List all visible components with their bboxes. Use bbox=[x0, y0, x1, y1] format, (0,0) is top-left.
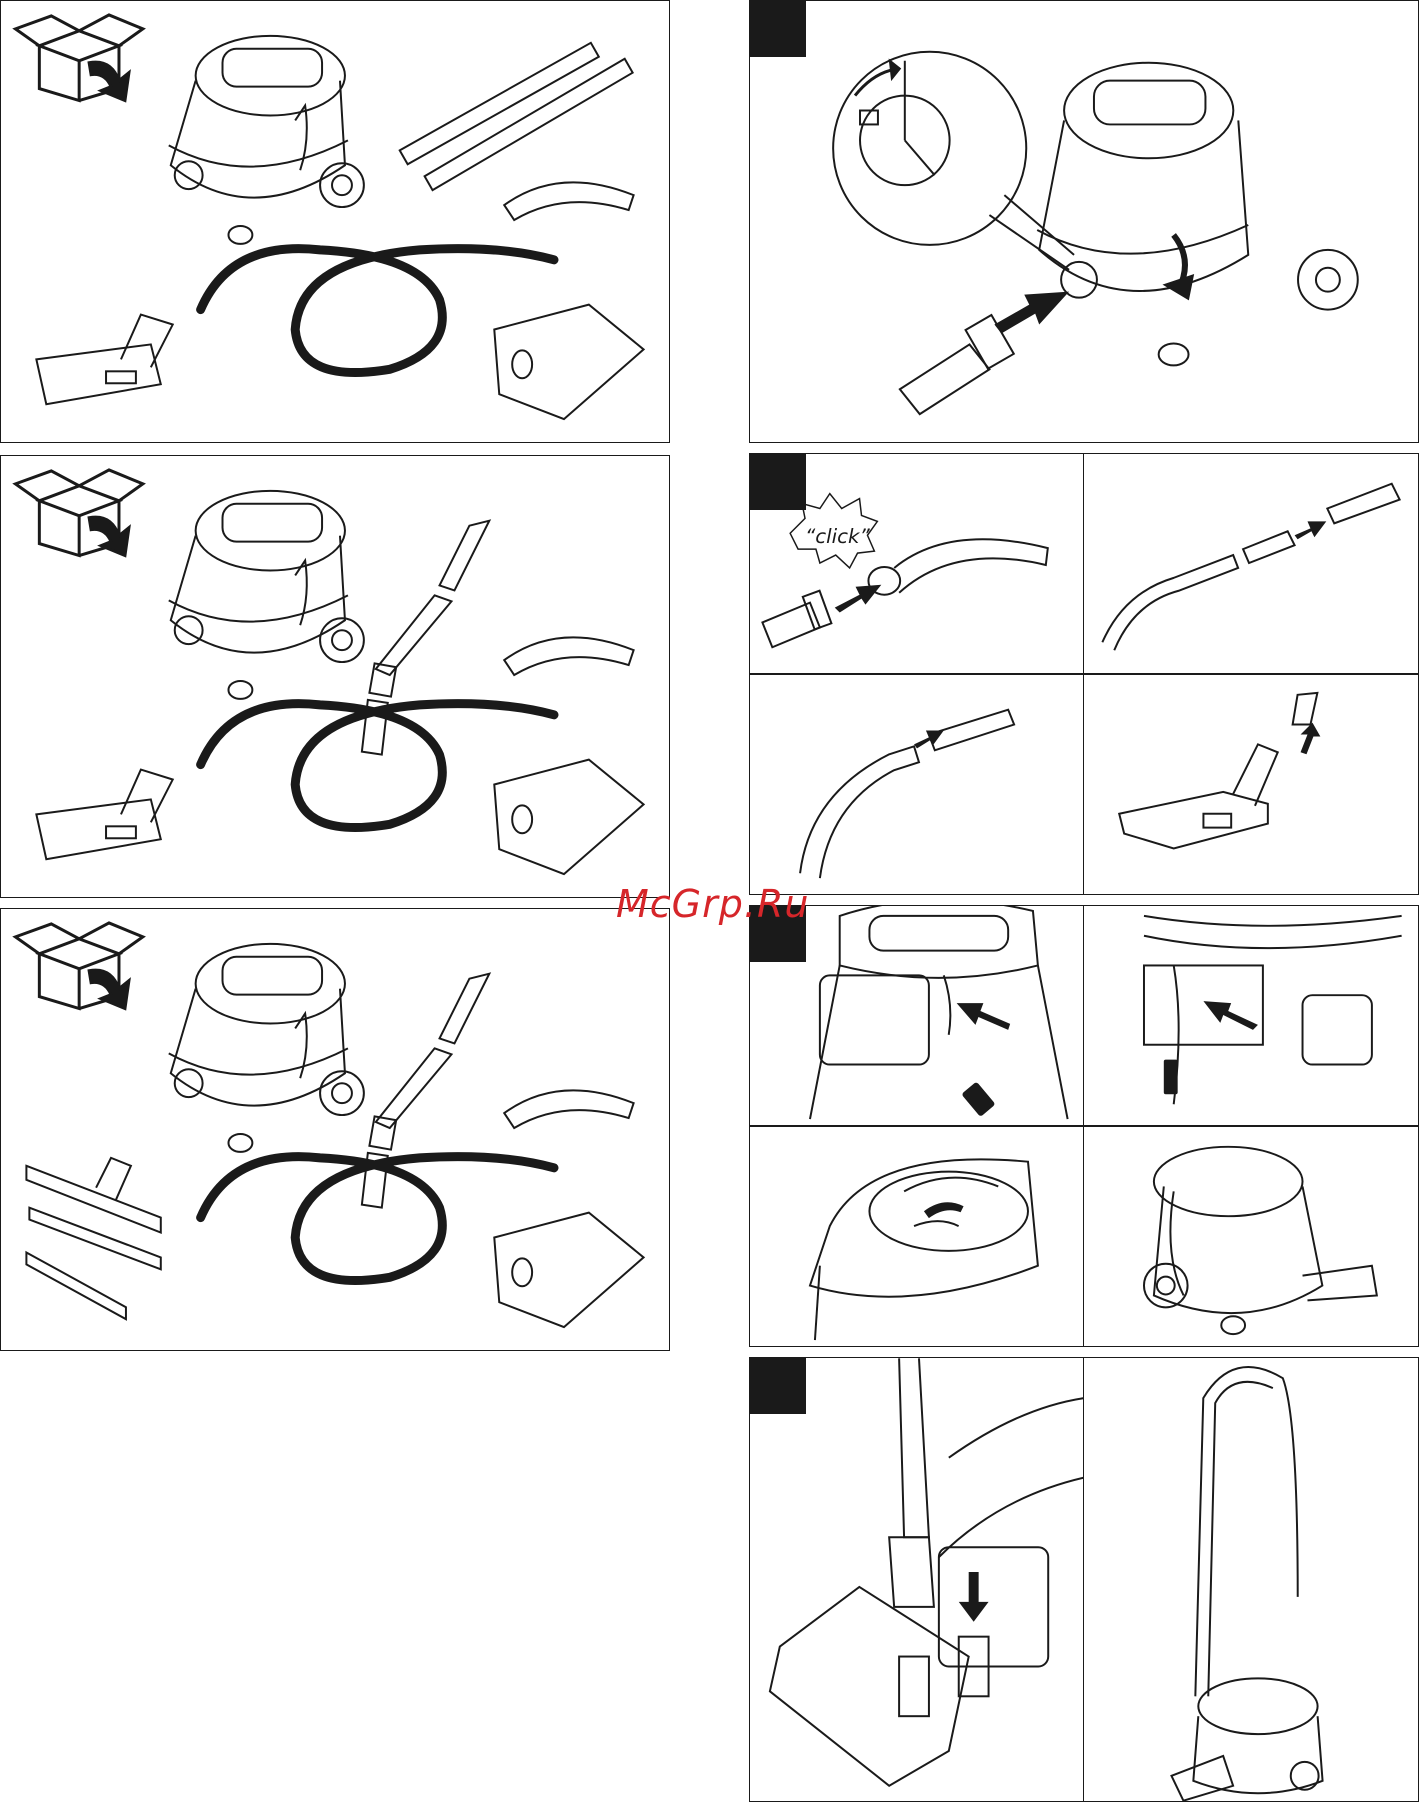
cord-hook-drawing bbox=[1084, 906, 1418, 1125]
package-contents-drawing-2 bbox=[1, 456, 669, 897]
wet-floor-nozzle bbox=[26, 1158, 160, 1319]
telescopic-tube bbox=[362, 974, 489, 1208]
step-handle-tube-panel bbox=[749, 674, 1085, 895]
parked-drawing bbox=[1084, 1358, 1418, 1801]
direction-arrow bbox=[1301, 723, 1321, 755]
attach-hose-drawing bbox=[750, 1, 1418, 442]
step-attach-hose-panel bbox=[749, 0, 1419, 443]
vacuum-cleaner bbox=[169, 944, 364, 1152]
direction-arrow bbox=[957, 1003, 1011, 1030]
insert-arrow bbox=[994, 292, 1069, 334]
nozzle-tube-drawing bbox=[1084, 675, 1418, 894]
hose-handle bbox=[868, 539, 1047, 594]
vacuum-cleaner bbox=[1144, 1147, 1377, 1334]
package-contents-drawing-1 bbox=[1, 1, 669, 442]
hose-end bbox=[762, 591, 831, 648]
package-contents-panel-2 bbox=[0, 455, 670, 898]
direction-arrow bbox=[914, 730, 944, 748]
unpack-box-icon bbox=[15, 923, 142, 1009]
direction-arrow bbox=[1295, 521, 1327, 539]
rotate-arrow bbox=[924, 1202, 964, 1218]
vacuum-cleaner bbox=[169, 36, 364, 244]
extension-tube bbox=[400, 43, 633, 190]
hose-handle bbox=[504, 182, 633, 220]
power-plug bbox=[961, 1081, 995, 1117]
step-cord-hook-panel bbox=[1083, 905, 1419, 1126]
floor-nozzle bbox=[36, 770, 172, 860]
tube-piece bbox=[1293, 693, 1318, 725]
step-lid-lever-panel bbox=[749, 1126, 1085, 1347]
hose bbox=[201, 249, 554, 373]
stored-cord-drawing bbox=[1084, 1127, 1418, 1346]
direction-arrow bbox=[1203, 1001, 1258, 1030]
vacuum-lid bbox=[810, 1159, 1038, 1340]
watermark: McGrp.Ru bbox=[616, 882, 809, 926]
detail-magnifier bbox=[833, 52, 1074, 270]
parked-vacuum bbox=[1171, 1367, 1322, 1801]
rotate-arrow bbox=[1164, 235, 1194, 300]
handle-assembly bbox=[800, 710, 1014, 878]
tube-assembly bbox=[1102, 484, 1399, 650]
step-connect-hose-panel: “click” bbox=[749, 453, 1085, 674]
lid-lever-drawing bbox=[750, 1127, 1084, 1346]
hose bbox=[201, 704, 554, 828]
step-nozzle-tube-panel bbox=[1083, 674, 1419, 895]
floor-nozzle bbox=[36, 315, 172, 405]
step-park-tube-panel bbox=[749, 1357, 1085, 1802]
hose bbox=[201, 1157, 554, 1281]
step-stored-cord-panel bbox=[1083, 1126, 1419, 1347]
telescopic-tube bbox=[362, 521, 489, 755]
unpack-box-icon bbox=[15, 15, 142, 101]
package-contents-drawing-3 bbox=[1, 909, 669, 1350]
vacuum-top bbox=[810, 906, 1068, 1119]
vacuum-cleaner bbox=[1037, 63, 1358, 366]
tube-extension-drawing bbox=[1084, 454, 1418, 673]
step-tube-extension-panel bbox=[1083, 453, 1419, 674]
power-cord-drawing bbox=[750, 906, 1084, 1125]
suction-tube bbox=[889, 1358, 934, 1607]
unpack-box-icon bbox=[15, 470, 142, 556]
hose-handle bbox=[504, 1090, 633, 1128]
package-contents-panel-3 bbox=[0, 908, 670, 1351]
click-label: “click” bbox=[805, 525, 870, 548]
step-parked-panel bbox=[1083, 1357, 1419, 1802]
vacuum-side bbox=[1144, 916, 1402, 1104]
handle-tube-drawing bbox=[750, 675, 1084, 894]
power-plug bbox=[1164, 1060, 1178, 1095]
park-tube-drawing bbox=[750, 1358, 1084, 1801]
step-power-cord-panel bbox=[749, 905, 1085, 1126]
dust-bag bbox=[494, 1213, 643, 1327]
hose-handle bbox=[504, 637, 633, 675]
package-contents-panel-1 bbox=[0, 0, 670, 443]
vacuum-body bbox=[939, 1398, 1084, 1666]
hose-connector bbox=[900, 315, 1014, 414]
dust-bag bbox=[494, 760, 643, 874]
vacuum-cleaner bbox=[169, 491, 364, 699]
dust-bag bbox=[494, 305, 643, 419]
floor-nozzle bbox=[1119, 744, 1278, 848]
insert-arrow bbox=[835, 585, 882, 613]
connect-hose-drawing: “click” bbox=[750, 454, 1084, 673]
direction-arrow bbox=[959, 1572, 989, 1622]
